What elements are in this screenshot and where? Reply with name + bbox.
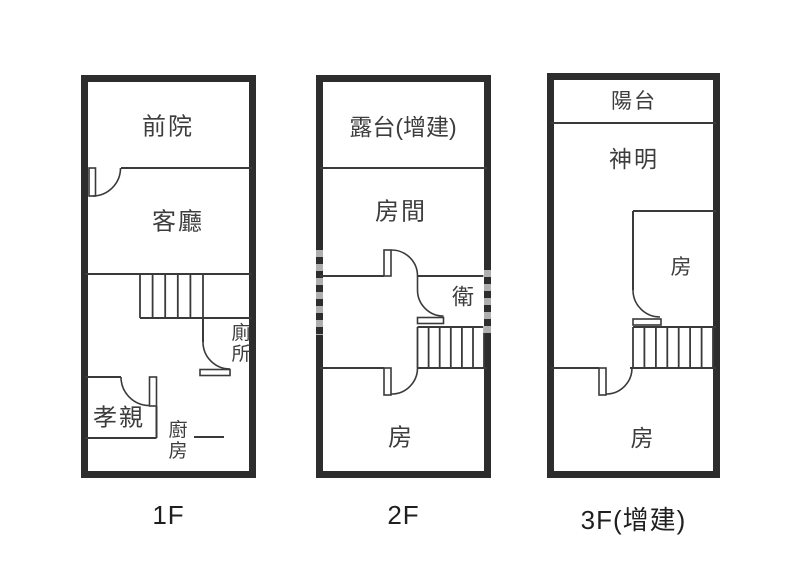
bath-door-swing-icon [416,276,445,325]
lower-room-door-swing-icon [598,367,633,396]
floor-label-2f: 2F [387,500,420,530]
upper-room-door-swing-icon [632,289,662,326]
room-label-room-lower: 房 [388,424,412,452]
room-label-bedroom: 房間 [375,198,427,226]
room-label-kitchen: 廚房 [168,420,188,462]
floor-label-1f: 1F [152,500,185,530]
room-label-toilet: 廁所 [231,323,251,365]
room-label-front-yard: 前院 [142,113,194,141]
floorplan-drawing-3f [547,73,720,478]
room-label-terrace: 露台(增建) [349,113,457,140]
toilet-door-swing-icon [199,341,231,377]
floor-panel-3f: 陽台 神明 房 房 [547,73,720,478]
bedroom-door-swing-icon [383,249,419,277]
stairs-icon [416,327,485,368]
room-label-balcony: 陽台 [611,89,657,113]
room-label-room-upper: 房 [670,255,692,279]
floorplan-drawing-1f [81,75,256,478]
stairs-icon [139,274,204,318]
inner-walls [85,167,252,439]
outer-wall [81,75,256,478]
inner-walls [320,167,487,369]
lower-room-door-swing-icon [383,367,419,396]
stairs-icon [632,327,714,368]
room-label-bath: 衛 [451,284,475,310]
outer-wall [547,73,720,478]
floor-panel-2f: 露台(增建) 房間 衛 房 [316,75,491,478]
room-label-parents-room: 孝親 [93,404,145,432]
parents-room-door-swing-icon [120,376,158,407]
room-label-room-lower: 房 [630,424,654,451]
floor-label-3f: 3F(增建) [580,505,687,535]
room-label-shrine: 神明 [609,145,659,172]
room-label-living-room: 客廳 [152,208,204,236]
floor-panel-1f: 前院 客廳 廁所 孝親 廚房 [81,75,256,478]
entry-door-swing-icon [88,167,122,197]
